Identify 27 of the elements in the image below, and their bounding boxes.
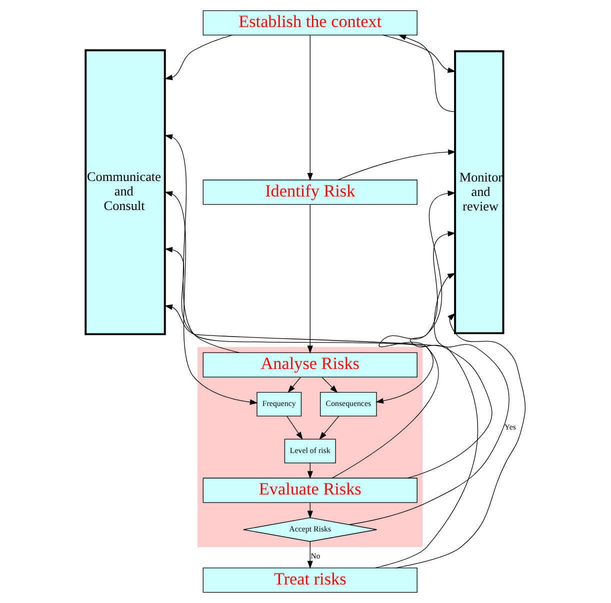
node-box: Identify Risk [202,180,418,205]
cluster [198,347,423,548]
arrow [164,304,478,568]
arrow [319,416,340,440]
arrow [307,204,313,354]
arrow [338,149,456,180]
arrow [164,191,258,405]
arrow [164,134,240,353]
arrow [396,313,526,568]
arrow [348,273,510,525]
node-box: Communicate and Consult [84,49,166,336]
arrow [307,541,313,569]
arrow [382,34,456,73]
arrow [322,376,338,393]
arrow [398,34,456,112]
arrow [286,416,303,440]
arrow [164,247,439,478]
node-box: Monitor and review [454,50,504,334]
node-box: Establish the context [202,10,418,36]
arrow [288,376,301,394]
node-box: Evaluate Risks [202,478,418,503]
arrow [407,230,492,478]
arrow [307,35,313,181]
arrow [376,190,456,404]
arrow [164,34,233,80]
node-box: Treat risks [202,568,418,593]
node-box: Analyse Risks [202,352,418,378]
